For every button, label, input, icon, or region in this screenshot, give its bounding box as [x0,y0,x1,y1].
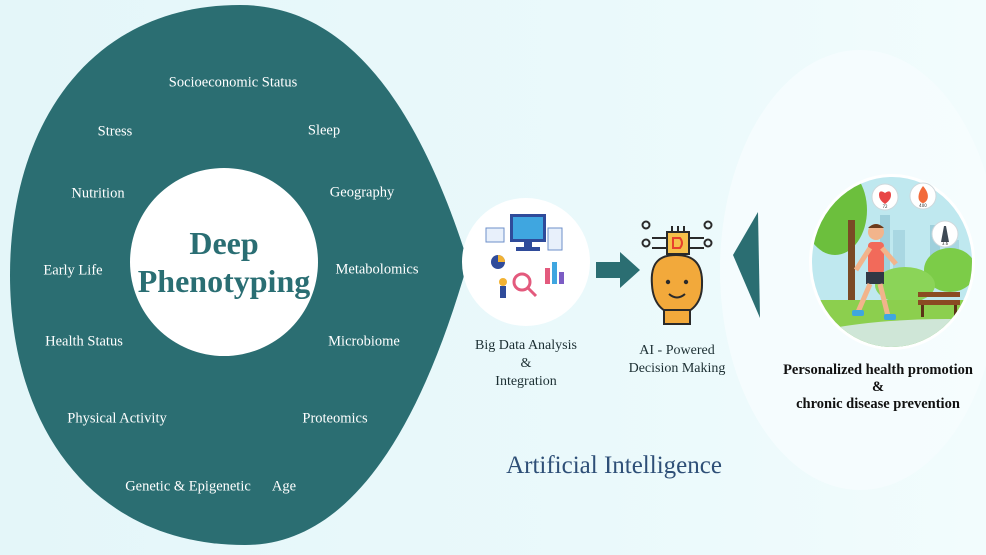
factor-physical-activity: Physical Activity [67,410,167,427]
outcome-line2: & [871,379,885,395]
big-data-caption: Big Data Analysis & Integration [475,337,577,391]
ai-caption-line2: Decision Making [628,361,726,376]
center-title-line2: Phenotyping [137,263,311,299]
factor-stress: Stress [97,123,133,140]
outcome-pointer [733,212,760,318]
factor-sleep: Sleep [307,122,341,139]
factor-genetic-epigenetic: Genetic & Epigenetic [125,478,251,495]
ai-brain-head-icon [641,220,713,325]
outcome-line1: Personalized health promotion [783,362,973,378]
factor-geography: Geography [329,184,395,201]
center-white-circle [130,168,318,356]
factor-nutrition: Nutrition [71,185,125,202]
ai-caption: AI - Powered Decision Making [629,342,726,378]
center-title: Deep Phenotyping [130,168,318,356]
big-data-caption-line2: & [520,356,532,371]
factor-metabolomics: Metabolomics [335,261,419,278]
outcome-caption: Personalized health promotion & chronic … [783,362,973,413]
outcome-line3: chronic disease prevention [796,396,960,412]
road-value: 3.6 [942,241,949,246]
data-analysis-illustration-icon [462,198,590,326]
ai-caption-line1: AI - Powered [639,343,715,358]
factor-microbiome: Microbiome [328,333,400,350]
factor-age: Age [271,478,297,495]
flame-value: 400 [919,203,927,208]
factor-early-life: Early Life [43,262,103,279]
factor-health-status: Health Status [45,333,123,350]
factor-socioeconomic-status: Socioeconomic Status [168,74,298,91]
artificial-intelligence-title: Artificial Intelligence [506,452,722,479]
big-data-caption-line1: Big Data Analysis [475,338,577,353]
heart-value: 72 [882,204,888,209]
center-title-line1: Deep [189,225,259,261]
factor-proteomics: Proteomics [302,410,368,427]
arrow-right-icon [596,252,640,288]
runner-park-illustration-icon: 72 400 3.6 [809,174,975,350]
big-data-caption-line3: Integration [495,374,557,389]
